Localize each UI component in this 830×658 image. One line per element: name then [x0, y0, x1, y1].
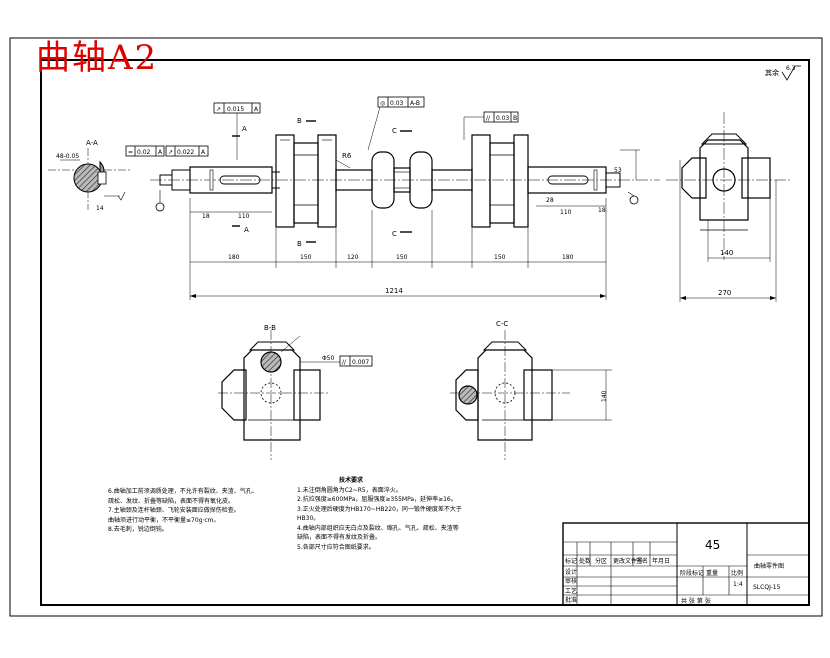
roughness-value: 6.3 [786, 65, 796, 72]
svg-text:批准: 批准 [565, 596, 577, 604]
sheet-label: 共 张 第 张 [681, 597, 711, 605]
scale-label: 比例 [731, 569, 743, 577]
notes-center: 技术要求 1.未注倒角圆角为C2~R5，表面淬火。 2.抗拉强度≥600MPa，… [297, 477, 462, 551]
section-aa-view: A-A 48-0.05 14 [48, 139, 130, 212]
svg-text:110: 110 [560, 209, 572, 216]
svg-text:标记: 标记 [565, 557, 577, 565]
section-b-label-bottom: B [297, 240, 302, 248]
tolerance-frame-runout-a: ↗ 0.015 A [213, 102, 261, 160]
section-b-label-top: B [297, 117, 302, 125]
svg-text:0.03: 0.03 [390, 100, 404, 107]
svg-text:0.022: 0.022 [177, 149, 194, 156]
svg-text:18: 18 [598, 207, 606, 214]
section-c-label-bottom: C [392, 230, 397, 238]
svg-text:0.007: 0.007 [352, 359, 369, 366]
roughness-note: 其余 [765, 68, 779, 77]
roughness-symbol: 其余 6.3 [765, 65, 801, 81]
drawing-no-cell: SLCQJ-15 [753, 584, 781, 591]
roughness-check-icon [781, 65, 801, 81]
bb-diameter-dim: Φ50 [322, 355, 335, 362]
inner-frame [40, 59, 810, 606]
outer-border [9, 37, 823, 617]
svg-text:110: 110 [238, 213, 250, 220]
part-name-cell: 曲轴零件图 [754, 562, 784, 570]
section-a-label-bottom: A [244, 226, 249, 234]
tolerance-frame-parallel-b: // 0.03 B [463, 111, 519, 140]
svg-text:更改文件号: 更改文件号 [613, 557, 643, 565]
notes-left: 6.曲轴加工前须调质处理，不允许有裂纹、夹渣、气孔、 疏松、发纹、折叠等缺陷，表… [108, 488, 258, 533]
overall-length-dim: 1214 [385, 287, 403, 295]
svg-text:150: 150 [494, 254, 506, 261]
svg-text:签名: 签名 [636, 557, 648, 565]
svg-text:审核: 审核 [565, 577, 577, 585]
stage-label: 阶段标记 [680, 569, 704, 577]
svg-text:设计: 设计 [565, 568, 577, 576]
svg-text:0.015: 0.015 [227, 106, 244, 113]
svg-text:0.03: 0.03 [496, 115, 510, 122]
section-aa-label: A-A [86, 139, 98, 147]
section-bb-label: B-B [264, 324, 276, 332]
section-c-label-top: C [392, 127, 397, 135]
svg-text:14: 14 [96, 205, 104, 212]
stamp-title: 曲轴A2 [36, 38, 159, 78]
svg-text:53: 53 [614, 167, 622, 174]
tolerance-frame-runout-ab: ◎ 0.03 A-B [367, 96, 425, 151]
svg-text:A: A [254, 106, 259, 113]
svg-text:A: A [201, 149, 206, 156]
svg-text:120: 120 [347, 254, 359, 261]
svg-text:A-B: A-B [410, 100, 420, 107]
crankshaft-side-view: 140 270 [666, 112, 790, 302]
svg-text:A: A [158, 149, 163, 156]
section-cc-label: C-C [496, 320, 508, 328]
svg-text:150: 150 [300, 254, 312, 261]
fillet-radius: R6 [342, 152, 352, 160]
tolerance-frame-sym-a2: ↗ 0.022 A [165, 145, 209, 157]
weight-label: 重量 [706, 569, 718, 577]
svg-text:分区: 分区 [595, 557, 607, 565]
material-cell: 45 [705, 538, 720, 552]
svg-text:↗: ↗ [168, 149, 173, 156]
svg-text:=: = [128, 149, 133, 156]
svg-text://: // [486, 115, 491, 122]
tolerance-frame-parallel-bb: // 0.007 [339, 355, 373, 367]
svg-text:0.02: 0.02 [137, 149, 151, 156]
scale-value: 1:4 [733, 581, 743, 588]
section-a-label-top: A [242, 125, 247, 133]
section-bb-view: B-B Φ50 // 0.007 [218, 324, 373, 460]
svg-text://: // [342, 359, 347, 366]
svg-text:180: 180 [562, 254, 574, 261]
svg-text:28: 28 [546, 197, 554, 204]
svg-text:工艺: 工艺 [565, 587, 577, 595]
cc-height-dim: 140 [601, 390, 608, 402]
tolerance-frame-sym-a: = 0.02 A [125, 145, 165, 157]
notes-title: 技术要求 [339, 477, 364, 484]
svg-text:180: 180 [228, 254, 240, 261]
section-cc-view: C-C 140 [450, 320, 612, 460]
svg-text:处数: 处数 [579, 557, 591, 565]
svg-text:150: 150 [396, 254, 408, 261]
svg-text:↗: ↗ [216, 106, 221, 113]
title-block: 45 曲轴零件图 SLCQJ-15 阶段标记 重量 比例 1:4 共 张 第 张… [562, 522, 810, 606]
side-total-dim: 270 [718, 289, 731, 297]
svg-text:18: 18 [202, 213, 210, 220]
svg-text:年月日: 年月日 [652, 557, 670, 565]
crankshaft-main-view: R6 A A B B C C [125, 96, 660, 300]
svg-text:◎: ◎ [380, 100, 385, 107]
svg-text:48-0.05: 48-0.05 [56, 153, 79, 160]
side-width-dim: 140 [720, 249, 733, 257]
svg-text:B: B [513, 115, 517, 122]
